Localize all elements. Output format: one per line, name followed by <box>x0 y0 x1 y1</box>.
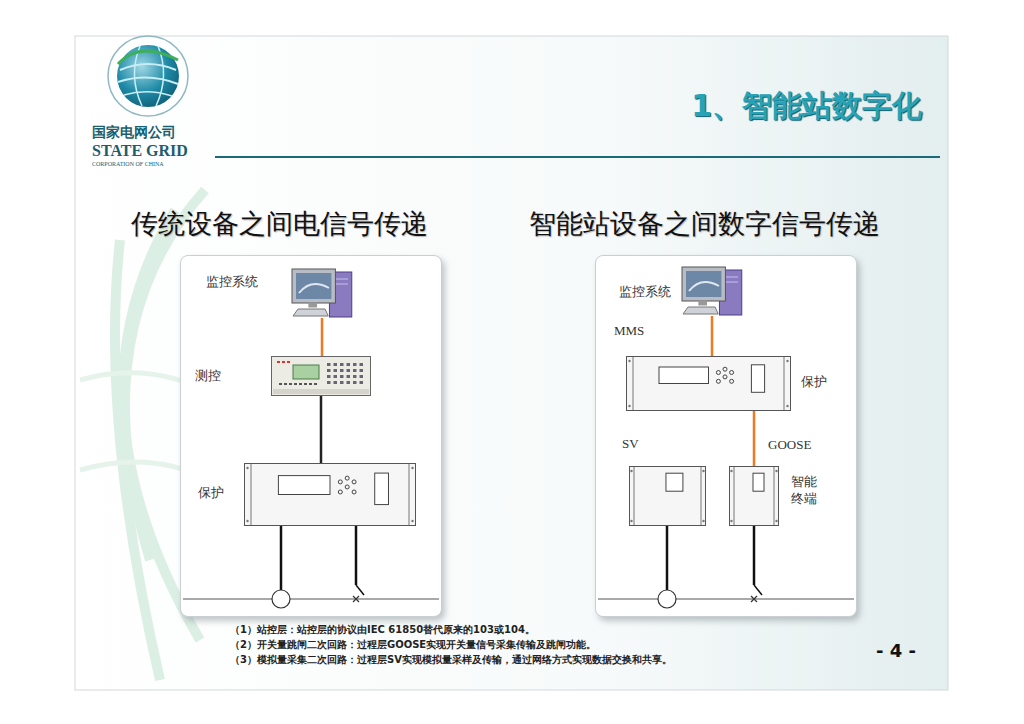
device-label: 监控系统 <box>619 284 671 301</box>
signal-line <box>320 396 323 463</box>
device-drawing <box>626 356 791 411</box>
monitor-computer: 监控系统 <box>681 266 743 316</box>
note: （2）开关量跳闸二次回路：过程层GOOSE实现开关量信号采集传输及跳闸功能。 <box>230 639 596 651</box>
slide-ground <box>75 36 948 690</box>
diagram-panel: 智能站设备之间数字信号传递监控系统保护智能 终端 <box>595 255 857 617</box>
device-box: 测控 <box>271 356 371 396</box>
panel-heading: 传统设备之间电信号传递 <box>131 206 428 242</box>
signal-name: SV <box>622 436 639 452</box>
device-label: 保护 <box>198 485 224 502</box>
title-rule <box>215 156 940 158</box>
note: （1）站控层：站控层的协议由IEC 61850替代原来的103或104。 <box>230 624 535 636</box>
device-drawing <box>681 266 743 316</box>
device-drawing <box>271 356 371 396</box>
device-drawing <box>291 268 353 318</box>
diagram-panel: 传统设备之间电信号传递监控系统测控保护 <box>180 255 442 617</box>
signal-line <box>753 411 756 466</box>
device-label: 监控系统 <box>206 274 258 291</box>
company-name: 国家电网公司 <box>92 124 176 141</box>
protocol-label: MMS <box>612 323 646 339</box>
device-drawing <box>729 466 779 526</box>
device-label: 智能 终端 <box>791 474 820 508</box>
company-name-en: STATE GRID <box>92 141 188 160</box>
signal-line <box>321 318 324 356</box>
device-box: 保护 <box>244 463 416 526</box>
merging-unit <box>630 467 706 526</box>
panel-heading: 智能站设备之间数字信号传递 <box>529 206 880 242</box>
monitor-computer: 监控系统 <box>291 268 353 318</box>
device-drawing <box>244 463 416 526</box>
note: （3）模拟量采集二次回路：过程层SV实现模拟量采样及传输，通过网络方式实现数据交… <box>230 654 672 666</box>
slide-title: 1、智能站数字化 <box>540 86 922 127</box>
device-label: 保护 <box>801 374 827 391</box>
protocol-label: GOOSE <box>766 437 813 453</box>
page-number: - 4 - <box>876 640 916 662</box>
device-box: 保护 <box>626 356 791 411</box>
company-subname: CORPORATION OF CHINA <box>92 161 164 168</box>
state-grid-logo <box>108 36 188 116</box>
device-box: 智能 终端 <box>729 466 779 526</box>
signal-line <box>711 316 714 356</box>
device-label: 测控 <box>195 368 221 385</box>
